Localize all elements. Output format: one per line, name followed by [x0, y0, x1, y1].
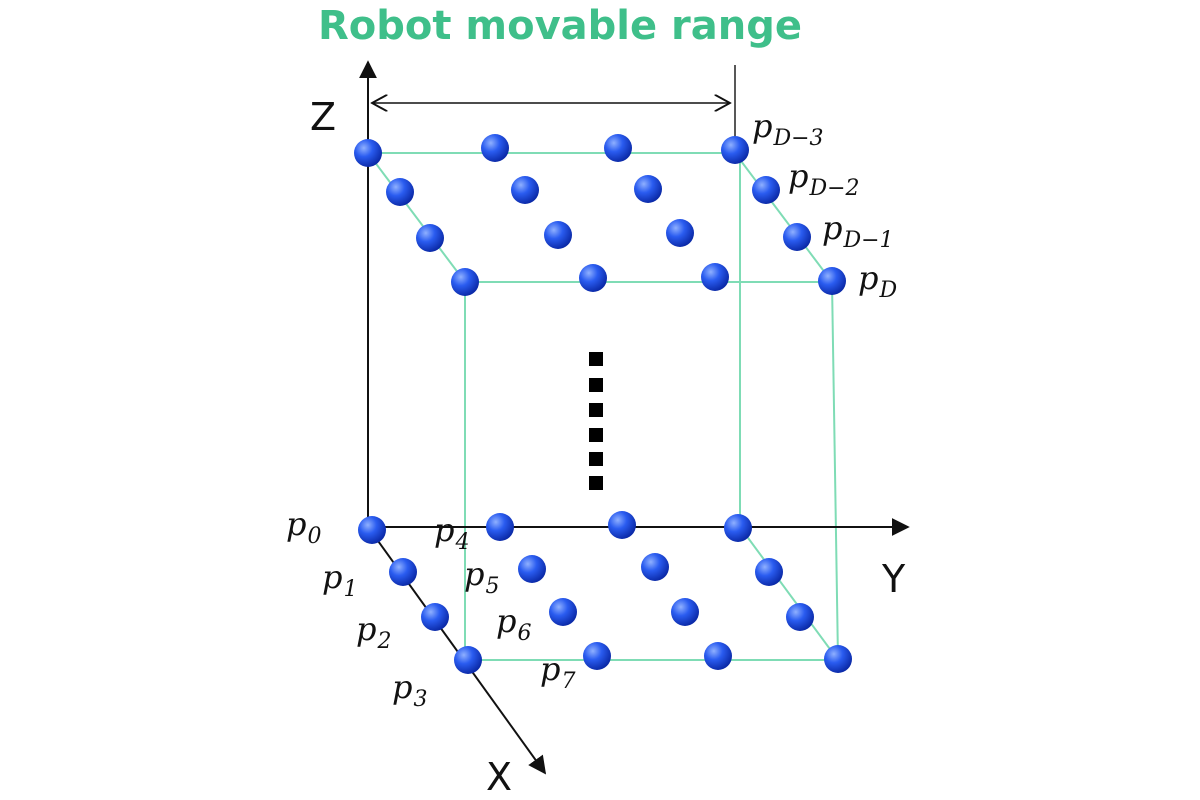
point-label-pD-2: pD−2: [788, 157, 860, 201]
grid-point: [704, 642, 732, 670]
grid-point: [755, 558, 783, 586]
grid-points-bottom: [358, 511, 852, 674]
point-label-p7: p7: [540, 650, 576, 694]
diagram-title: Robot movable range: [317, 3, 803, 49]
point-label-p4: p4: [434, 511, 470, 555]
grid-point: [724, 514, 752, 542]
point-label-pD-1: pD−1: [822, 209, 894, 253]
point-label-p1: p1: [322, 558, 358, 602]
grid-point: [416, 224, 444, 252]
grid-point: [666, 219, 694, 247]
axis-label-z: Z: [310, 95, 337, 139]
grid-point: [634, 175, 662, 203]
point-label-pD: pD: [858, 259, 898, 303]
box-edge: [367, 152, 466, 283]
grid-point: [824, 645, 852, 673]
grid-point: [671, 598, 699, 626]
ellipsis-dot: [589, 378, 603, 392]
grid-point: [783, 223, 811, 251]
point-label-p6: p6: [496, 602, 532, 646]
grid-point: [511, 176, 539, 204]
range-box: [367, 152, 839, 661]
box-edge: [734, 152, 833, 283]
grid-point: [454, 646, 482, 674]
grid-point: [786, 603, 814, 631]
grid-point: [544, 221, 572, 249]
box-edge: [831, 281, 839, 661]
grid-point: [481, 134, 509, 162]
grid-point: [701, 263, 729, 291]
grid-point: [354, 139, 382, 167]
ellipsis-dot: [589, 403, 603, 417]
grid-point: [486, 513, 514, 541]
point-label-p3: p3: [392, 668, 428, 712]
grid-point: [752, 176, 780, 204]
axes: [359, 60, 910, 775]
point-label-pD-3: pD−3: [752, 107, 824, 151]
point-label-p5: p5: [464, 555, 500, 599]
grid-point: [389, 558, 417, 586]
point-label-p0: p0: [286, 505, 322, 549]
axis-label-x: X: [486, 755, 513, 799]
grid-point: [358, 516, 386, 544]
ellipsis-dot: [589, 428, 603, 442]
axis-label-y: Y: [882, 557, 906, 601]
box-edge: [739, 526, 839, 661]
grid-point: [604, 134, 632, 162]
ellipsis-vertical: [589, 352, 603, 490]
grid-point: [386, 178, 414, 206]
grid-point: [818, 267, 846, 295]
grid-point: [721, 136, 749, 164]
grid-point: [549, 598, 577, 626]
grid-points-top: [354, 134, 846, 296]
grid-point: [451, 268, 479, 296]
ellipsis-dot: [589, 476, 603, 490]
ellipsis-dot: [589, 352, 603, 366]
grid-point: [641, 553, 669, 581]
grid-point: [579, 264, 607, 292]
grid-point: [583, 642, 611, 670]
grid-point: [608, 511, 636, 539]
point-label-p2: p2: [356, 610, 392, 654]
ellipsis-dot: [589, 452, 603, 466]
grid-point: [518, 555, 546, 583]
grid-point: [421, 603, 449, 631]
